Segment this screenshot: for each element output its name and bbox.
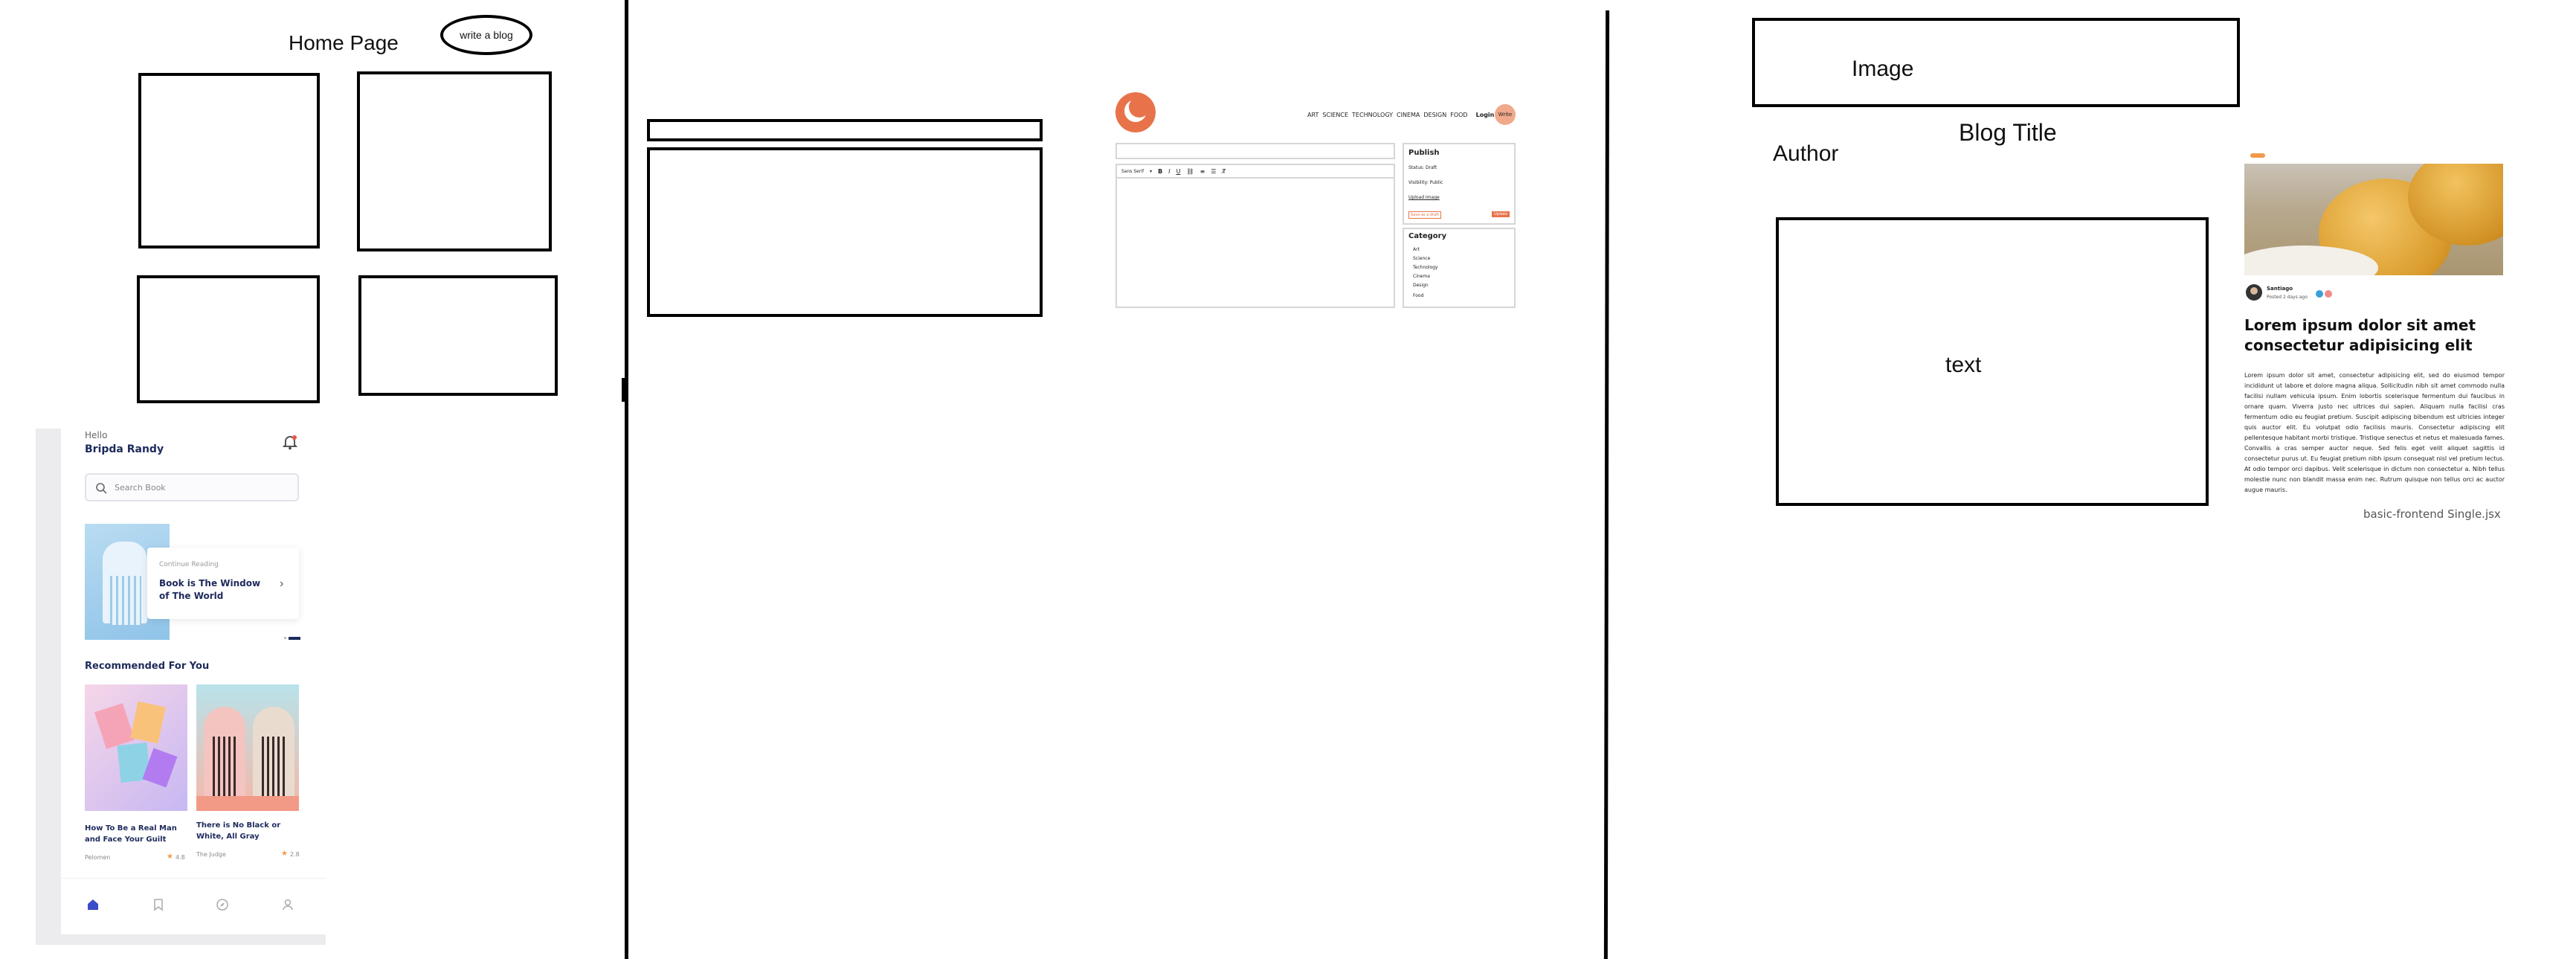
book-cover-image[interactable] bbox=[196, 684, 299, 811]
blog-card-placeholder[interactable] bbox=[137, 275, 320, 403]
nav-link[interactable]: SCIENCE bbox=[1322, 111, 1349, 118]
continue-reading-card[interactable]: Continue Reading Book is The Window of T… bbox=[147, 548, 299, 619]
upload-image-link[interactable]: Upload Image bbox=[1408, 195, 1440, 200]
avatar[interactable] bbox=[2246, 284, 2262, 301]
post-body: Lorem ipsum dolor sit amet, consectetur … bbox=[2244, 372, 2505, 493]
blog-title-label: Blog Title bbox=[1959, 119, 2057, 146]
text-placeholder[interactable]: text bbox=[1776, 217, 2209, 506]
category-option[interactable]: Technology bbox=[1413, 265, 1438, 270]
home-page-title: Home Page bbox=[289, 31, 399, 54]
continue-label: Continue Reading bbox=[159, 561, 219, 568]
underline-icon[interactable]: U bbox=[1176, 167, 1181, 175]
book-author: The Judge bbox=[196, 851, 226, 858]
editor-placeholder[interactable] bbox=[647, 147, 1043, 317]
category-heading: Category bbox=[1408, 232, 1447, 240]
nav-link[interactable]: ART bbox=[1307, 111, 1319, 118]
file-caption: basic-frontend Single.jsx bbox=[2363, 507, 2501, 521]
category-option[interactable]: Food bbox=[1413, 293, 1424, 298]
section-divider bbox=[622, 378, 626, 402]
category-option[interactable]: Science bbox=[1413, 256, 1431, 261]
link-icon[interactable]: ⛓ bbox=[1186, 167, 1194, 175]
title-input-placeholder[interactable] bbox=[647, 119, 1043, 141]
book-rating: 4.8 bbox=[176, 854, 185, 861]
post-title: Lorem ipsum dolor sit amet consectetur a… bbox=[2244, 316, 2476, 354]
editor-area[interactable]: Sans Serif ▾ B I U ⛓ ≡ ☰ T̸ bbox=[1115, 164, 1395, 308]
list-bullet-icon[interactable]: ☰ bbox=[1211, 167, 1217, 175]
search-icon bbox=[96, 483, 107, 494]
italic-icon[interactable]: I bbox=[1168, 167, 1171, 175]
continue-title: Book is The Window of The World bbox=[159, 578, 261, 601]
book-title[interactable]: There is No Black or White, All Gray bbox=[196, 821, 281, 841]
user-icon[interactable] bbox=[281, 898, 294, 911]
mobile-screen: Hello Bripda Randy Search Book Continue … bbox=[61, 429, 326, 934]
chevron-right-icon[interactable]: › bbox=[280, 577, 284, 590]
text-label: text bbox=[1945, 353, 1982, 377]
section-divider bbox=[1603, 10, 1610, 959]
posted-date: Posted 2 days ago bbox=[2267, 295, 2308, 300]
compass-icon[interactable] bbox=[216, 898, 229, 911]
post-image bbox=[2244, 164, 2503, 275]
bold-icon[interactable]: B bbox=[1158, 167, 1163, 175]
logo[interactable] bbox=[1115, 92, 1156, 132]
bell-icon[interactable] bbox=[281, 433, 299, 451]
section-divider bbox=[625, 0, 628, 959]
nav-link[interactable]: DESIGN bbox=[1423, 111, 1447, 118]
post-title-input[interactable] bbox=[1115, 143, 1395, 159]
publish-panel: Publish Status: Draft Visibility: Public… bbox=[1403, 143, 1516, 225]
category-option[interactable]: Cinema bbox=[1413, 274, 1430, 279]
category-option[interactable]: Art bbox=[1413, 247, 1420, 252]
carousel-dots[interactable] bbox=[284, 637, 300, 640]
mobile-reference-screenshot: Hello Bripda Randy Search Book Continue … bbox=[36, 429, 326, 945]
write-link-label: Write bbox=[1498, 112, 1513, 118]
author-name: Santiago bbox=[2267, 286, 2293, 292]
author-label: Author bbox=[1773, 141, 1839, 166]
star-icon: ★ bbox=[281, 850, 288, 858]
dot-accent bbox=[2250, 153, 2265, 158]
blog-card-placeholder[interactable] bbox=[358, 275, 558, 396]
publish-heading: Publish bbox=[1408, 149, 1440, 157]
list-ordered-icon[interactable]: ≡ bbox=[1200, 167, 1205, 175]
write-blog-button[interactable]: write a blog bbox=[440, 15, 532, 55]
update-button[interactable]: Update bbox=[1492, 211, 1510, 217]
blog-card-placeholder[interactable] bbox=[357, 71, 552, 251]
nav-link[interactable]: FOOD bbox=[1450, 111, 1468, 118]
recommended-heading: Recommended For You bbox=[85, 661, 210, 672]
save-draft-button[interactable]: Save as a draft bbox=[1408, 211, 1441, 219]
search-placeholder: Search Book bbox=[115, 483, 166, 493]
nav-link[interactable]: TECHNOLOGY bbox=[1352, 111, 1394, 118]
image-placeholder[interactable]: Image bbox=[1752, 18, 2240, 107]
category-option[interactable]: Design bbox=[1413, 283, 1429, 288]
delete-icon[interactable] bbox=[2325, 290, 2332, 298]
visibility-text: Visibility: Public bbox=[1408, 180, 1443, 185]
bottom-nav-bar bbox=[61, 878, 326, 934]
book-rating: 2.8 bbox=[290, 851, 300, 858]
edit-icon[interactable] bbox=[2316, 290, 2323, 298]
editor-toolbar: Sans Serif ▾ B I U ⛓ ≡ ☰ T̸ bbox=[1117, 165, 1394, 179]
status-text: Status: Draft bbox=[1408, 165, 1437, 170]
font-select[interactable]: Sans Serif bbox=[1121, 168, 1144, 174]
write-link[interactable]: Write bbox=[1495, 104, 1516, 125]
write-blog-label: write a blog bbox=[460, 29, 513, 41]
book-cover-image[interactable] bbox=[85, 684, 187, 811]
image-label: Image bbox=[1852, 57, 1914, 81]
star-icon: ★ bbox=[167, 853, 173, 861]
bookmark-icon[interactable] bbox=[152, 898, 165, 911]
user-name: Bripda Randy bbox=[85, 443, 164, 455]
greeting-text: Hello bbox=[85, 430, 108, 440]
clear-format-icon[interactable]: T̸ bbox=[1222, 167, 1226, 175]
search-input[interactable]: Search Book bbox=[85, 473, 299, 501]
book-author: Pelomen bbox=[85, 854, 111, 861]
home-icon[interactable] bbox=[86, 898, 100, 911]
login-link[interactable]: Login bbox=[1475, 111, 1495, 118]
category-panel: Category Art Science Technology Cinema D… bbox=[1403, 228, 1516, 308]
top-nav: ART SCIENCE TECHNOLOGY CINEMA DESIGN FOO… bbox=[1307, 110, 1516, 119]
blog-card-placeholder[interactable] bbox=[138, 73, 320, 248]
book-title[interactable]: How To Be a Real Man and Face Your Guilt bbox=[85, 824, 177, 844]
nav-link[interactable]: CINEMA bbox=[1397, 111, 1420, 118]
dropdown-icon[interactable]: ▾ bbox=[1150, 168, 1153, 174]
